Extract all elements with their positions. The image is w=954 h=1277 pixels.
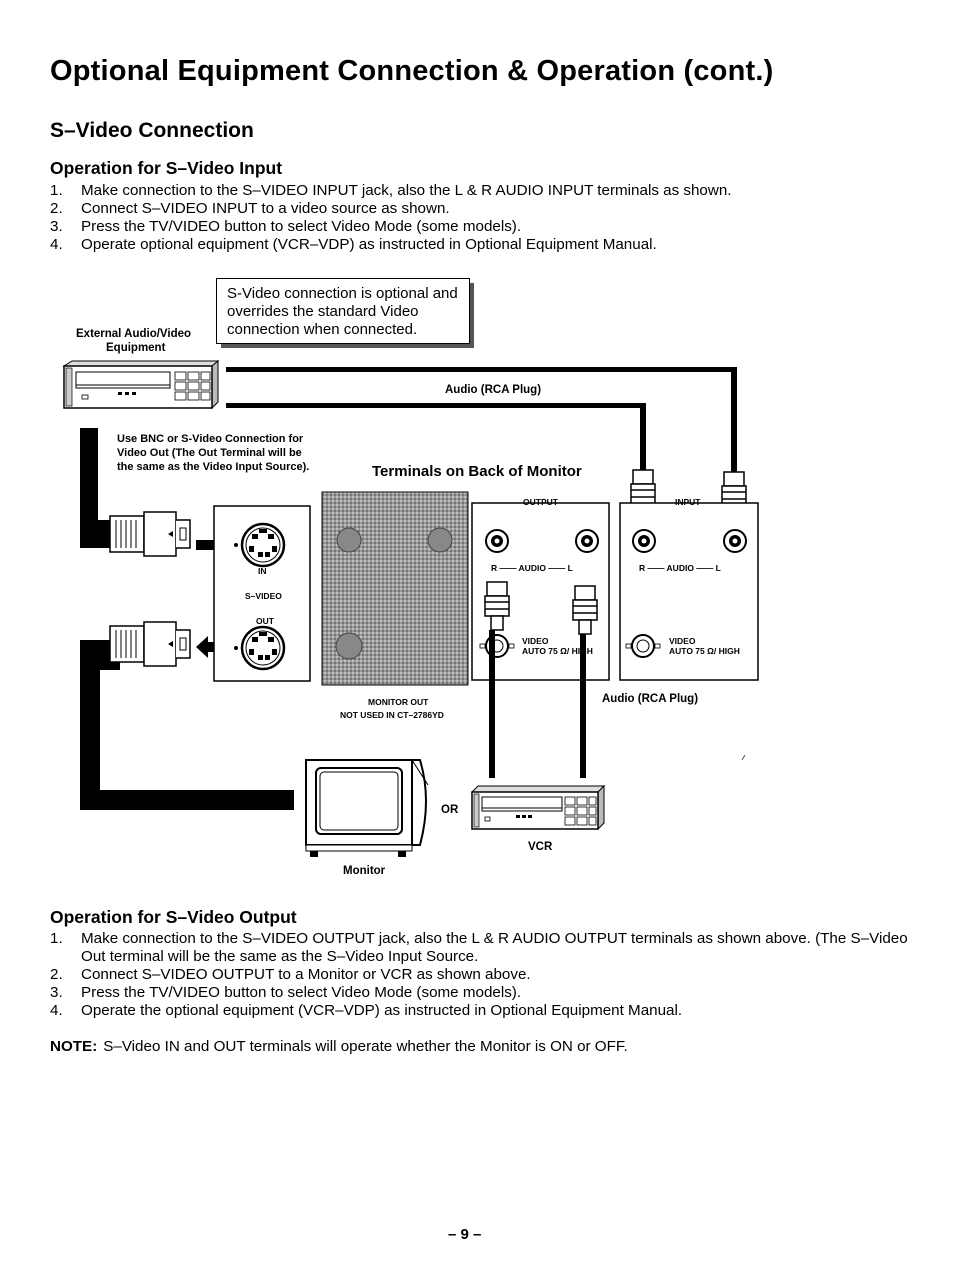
external-equipment-label: External Audio/Video Equipment xyxy=(76,328,192,354)
input-label: INPUT xyxy=(675,497,701,507)
bnc-note: Use BNC or S-Video Connection for Video … xyxy=(117,433,310,473)
list-item: 3.Press the TV/VIDEO button to select Vi… xyxy=(50,218,522,235)
input-terminal-panel xyxy=(619,502,759,681)
or-label: OR xyxy=(441,804,459,816)
output-steps-list: 1.Make connection to the S–VIDEO OUTPUT … xyxy=(50,930,910,1020)
monitor-icon xyxy=(305,759,429,857)
list-item: 2.Connect S–VIDEO INPUT to a video sourc… xyxy=(50,200,450,217)
rca-plug-output-left xyxy=(484,581,510,631)
list-item: 4.Operate the optional equipment (VCR–VD… xyxy=(50,1002,683,1019)
list-item: 2.Connect S–VIDEO OUTPUT to a Monitor or… xyxy=(50,966,531,983)
input-audio-label: R —— AUDIO —— L xyxy=(639,563,721,573)
output-video-label: VIDEO AUTO 75 Ω/ HIGH xyxy=(522,636,593,656)
monitor-label: Monitor xyxy=(343,865,386,877)
section-heading: S–Video Connection xyxy=(50,119,254,142)
output-heading: Operation for S–Video Output xyxy=(50,907,297,927)
list-item: 4.Operate optional equipment (VCR–VDP) a… xyxy=(50,236,657,253)
output-audio-label: R —— AUDIO —— L xyxy=(491,563,573,573)
input-steps-list: 1.Make connection to the S–VIDEO INPUT j… xyxy=(50,182,910,254)
page-number: – 9 – xyxy=(448,1226,482,1243)
not-used-label: NOT USED IN CT–2786YD xyxy=(340,710,444,720)
svideo-label: S–VIDEO xyxy=(245,591,282,601)
svideo-in-label: IN xyxy=(258,566,267,576)
external-equipment-icon xyxy=(62,359,220,410)
terminals-label: Terminals on Back of Monitor xyxy=(372,463,582,480)
svideo-plug-in-icon xyxy=(109,511,226,557)
list-item: 3.Press the TV/VIDEO button to select Vi… xyxy=(50,984,522,1001)
note-text: S–Video IN and OUT terminals will operat… xyxy=(103,1038,628,1055)
audio-cable-bottom xyxy=(489,630,586,778)
page-title: Optional Equipment Connection & Operatio… xyxy=(50,55,774,87)
vcr-label: VCR xyxy=(528,841,553,853)
audio-rca-top-label: Audio (RCA Plug) xyxy=(445,384,542,396)
note-label: NOTE: xyxy=(50,1038,98,1055)
monitor-out-label: MONITOR OUT xyxy=(368,697,429,707)
monitor-out-panel xyxy=(321,491,469,686)
input-heading: Operation for S–Video Input xyxy=(50,158,283,178)
vcr-icon xyxy=(470,784,606,831)
output-label: OUTPUT xyxy=(523,497,558,507)
svideo-out-label: OUT xyxy=(256,616,274,626)
list-item: 1.Make connection to the S–VIDEO INPUT j… xyxy=(50,182,732,199)
audio-rca-bottom-label: Audio (RCA Plug) xyxy=(602,693,699,705)
svideo-callout: S-Video connection is optional and overr… xyxy=(216,278,474,348)
note: NOTE: S–Video IN and OUT terminals will o… xyxy=(50,1038,628,1055)
list-item: 1.Make connection to the S–VIDEO OUTPUT … xyxy=(50,930,908,965)
rca-plug-output-right xyxy=(572,585,598,635)
svideo-terminal-panel xyxy=(213,505,311,682)
input-video-label: VIDEO AUTO 75 Ω/ HIGH xyxy=(669,636,740,656)
audio-cable-top xyxy=(226,367,737,475)
svideo-plug-out-icon xyxy=(109,621,226,667)
